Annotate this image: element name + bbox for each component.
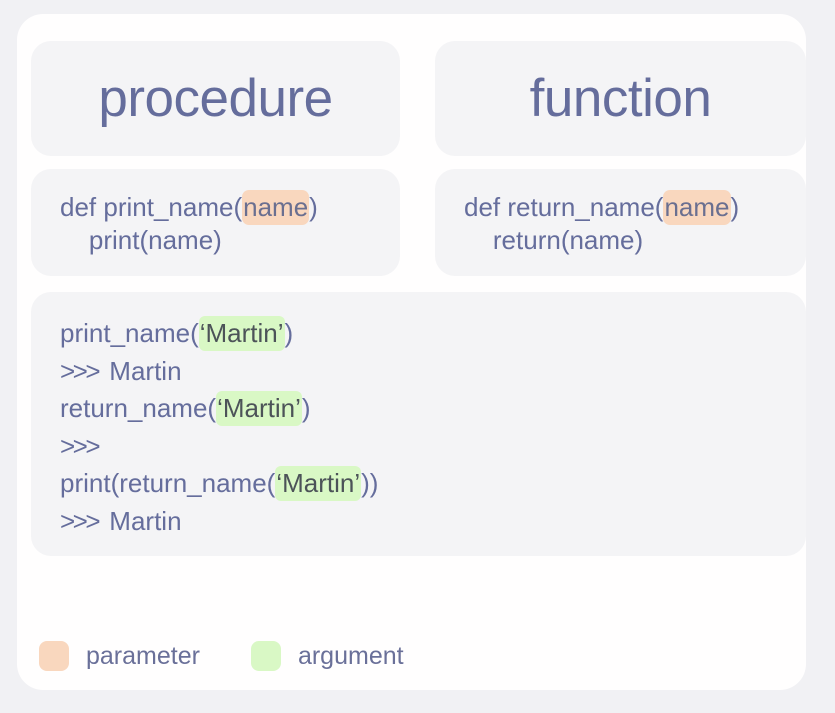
code-text: return_name( (60, 393, 217, 424)
code-text: print(name) (60, 225, 222, 255)
code-text: ) (301, 393, 311, 424)
output-line: return_name(‘Martin’) (60, 390, 806, 428)
legend: parameter argument (39, 626, 404, 686)
parameter-highlight: name (242, 190, 310, 225)
argument-highlight: ‘Martin’ (275, 466, 362, 502)
parameter-swatch (39, 641, 69, 671)
code-text: return(name) (464, 225, 644, 255)
heading-panel-procedure: procedure (31, 41, 400, 156)
page-title-procedure: procedure (98, 69, 333, 128)
prompt-chevrons-icon: >>> (60, 355, 101, 386)
code-text: )) (361, 468, 379, 499)
output-line: >>> Martin (60, 353, 806, 391)
code-text: def print_name( (60, 192, 243, 222)
heading-panel-function: function (435, 41, 806, 156)
code-text: ) (284, 318, 294, 348)
code-text: print(return_name( (60, 468, 276, 499)
argument-highlight: ‘Martin’ (198, 316, 285, 351)
output-line: print(return_name(‘Martin’)) (60, 465, 806, 503)
code-text: ) (309, 192, 318, 222)
legend-item: parameter (39, 641, 200, 671)
code-block-procedure: def print_name(name) print(name) (31, 190, 400, 257)
code-text: ) (730, 192, 740, 222)
argument-highlight: ‘Martin’ (216, 391, 302, 427)
output-panel: print_name(‘Martin’) >>> Martin return_n… (31, 292, 806, 556)
legend-item: argument (250, 641, 404, 671)
prompt-chevrons-icon: >>> (60, 430, 101, 461)
page-title-function: function (529, 69, 712, 128)
legend-item-label: parameter (86, 641, 200, 670)
code-text: Martin (102, 355, 182, 386)
prompt-chevrons-icon: >>> (60, 505, 101, 536)
code-text: Martin (102, 505, 182, 536)
main-card: procedure function def print_name(name) … (17, 14, 806, 690)
legend-item-label: argument (297, 641, 404, 670)
output-line: >>> (60, 428, 806, 466)
parameter-highlight: name (663, 190, 731, 225)
output-line: >>> Martin (60, 503, 806, 541)
definition-panel-procedure: def print_name(name) print(name) (31, 169, 400, 276)
code-text: print_name( (60, 318, 199, 348)
code-block-function: def return_name(name) return(name) (435, 190, 806, 257)
code-text: def return_name( (464, 192, 664, 222)
output-line: print_name(‘Martin’) (60, 315, 806, 353)
argument-swatch (250, 641, 281, 671)
definition-panel-function: def return_name(name) return(name) (435, 169, 806, 276)
